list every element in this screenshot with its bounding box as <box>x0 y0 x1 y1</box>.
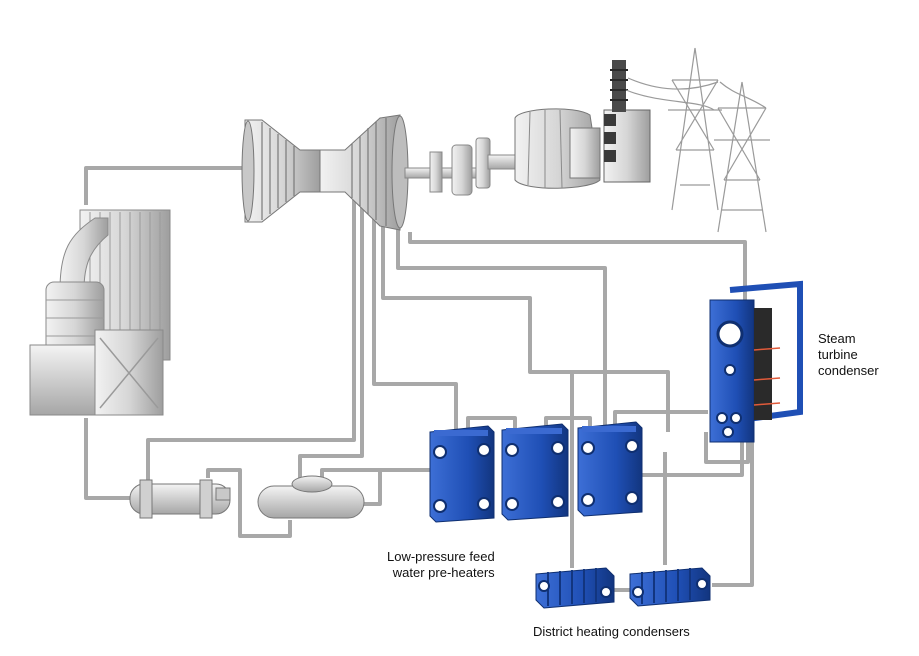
pipe-deaerator-out <box>362 470 382 506</box>
pipe-condenser-to-district <box>712 440 754 587</box>
pipe-preheater-to-condenser <box>613 410 708 428</box>
pipe-extraction-4 <box>381 210 670 432</box>
steam-turbine-condenser <box>709 280 803 443</box>
district-condenser-2 <box>629 567 711 607</box>
generator <box>514 108 601 189</box>
pipe-extraction-3 <box>372 205 458 432</box>
boiler <box>29 209 171 416</box>
pipe-condenser-return-1 <box>704 432 750 464</box>
preheater-2 <box>501 423 569 521</box>
preheater-1 <box>429 425 495 523</box>
label-condenser-line-1: Steam <box>818 331 856 346</box>
pipe-preheater-link-2 <box>544 416 592 432</box>
pipe-extraction-1 <box>146 200 356 486</box>
label-district-heating-condensers: District heating condensers <box>533 624 690 639</box>
label-condenser-line-2: turbine <box>818 347 858 362</box>
district-heating-condensers <box>535 567 711 609</box>
pipe-preheater-link-1 <box>466 416 517 432</box>
pipe-condenser-return-2 <box>640 440 744 477</box>
preheater-3 <box>577 421 643 517</box>
pipe-extraction-6 <box>408 232 747 310</box>
steam-turbine <box>241 114 409 231</box>
label-steam-turbine-condenser: Steam turbine condenser <box>818 331 879 379</box>
low-pressure-preheaters <box>429 421 643 523</box>
transmission-towers <box>625 47 770 233</box>
feedwater-tank <box>129 479 231 519</box>
pipe-extraction-2 <box>298 200 364 478</box>
pipe-network <box>84 166 754 592</box>
shaft-coupling <box>404 137 519 196</box>
label-preheaters-line-1: Low-pressure feed <box>387 549 495 564</box>
district-condenser-1 <box>535 567 615 609</box>
label-preheaters-line-2: water pre-heaters <box>392 565 495 580</box>
label-low-pressure-preheaters: Low-pressure feed water pre-heaters <box>387 549 495 581</box>
transformer <box>603 60 651 183</box>
pipe-boiler-to-turbine <box>84 166 248 205</box>
deaerator <box>257 475 365 519</box>
label-condenser-line-3: condenser <box>818 363 879 378</box>
pipe-feedtank-to-deaerator <box>206 468 292 538</box>
pipe-boiler-to-feedtank <box>84 418 130 500</box>
pipe-feed-return <box>320 468 430 478</box>
